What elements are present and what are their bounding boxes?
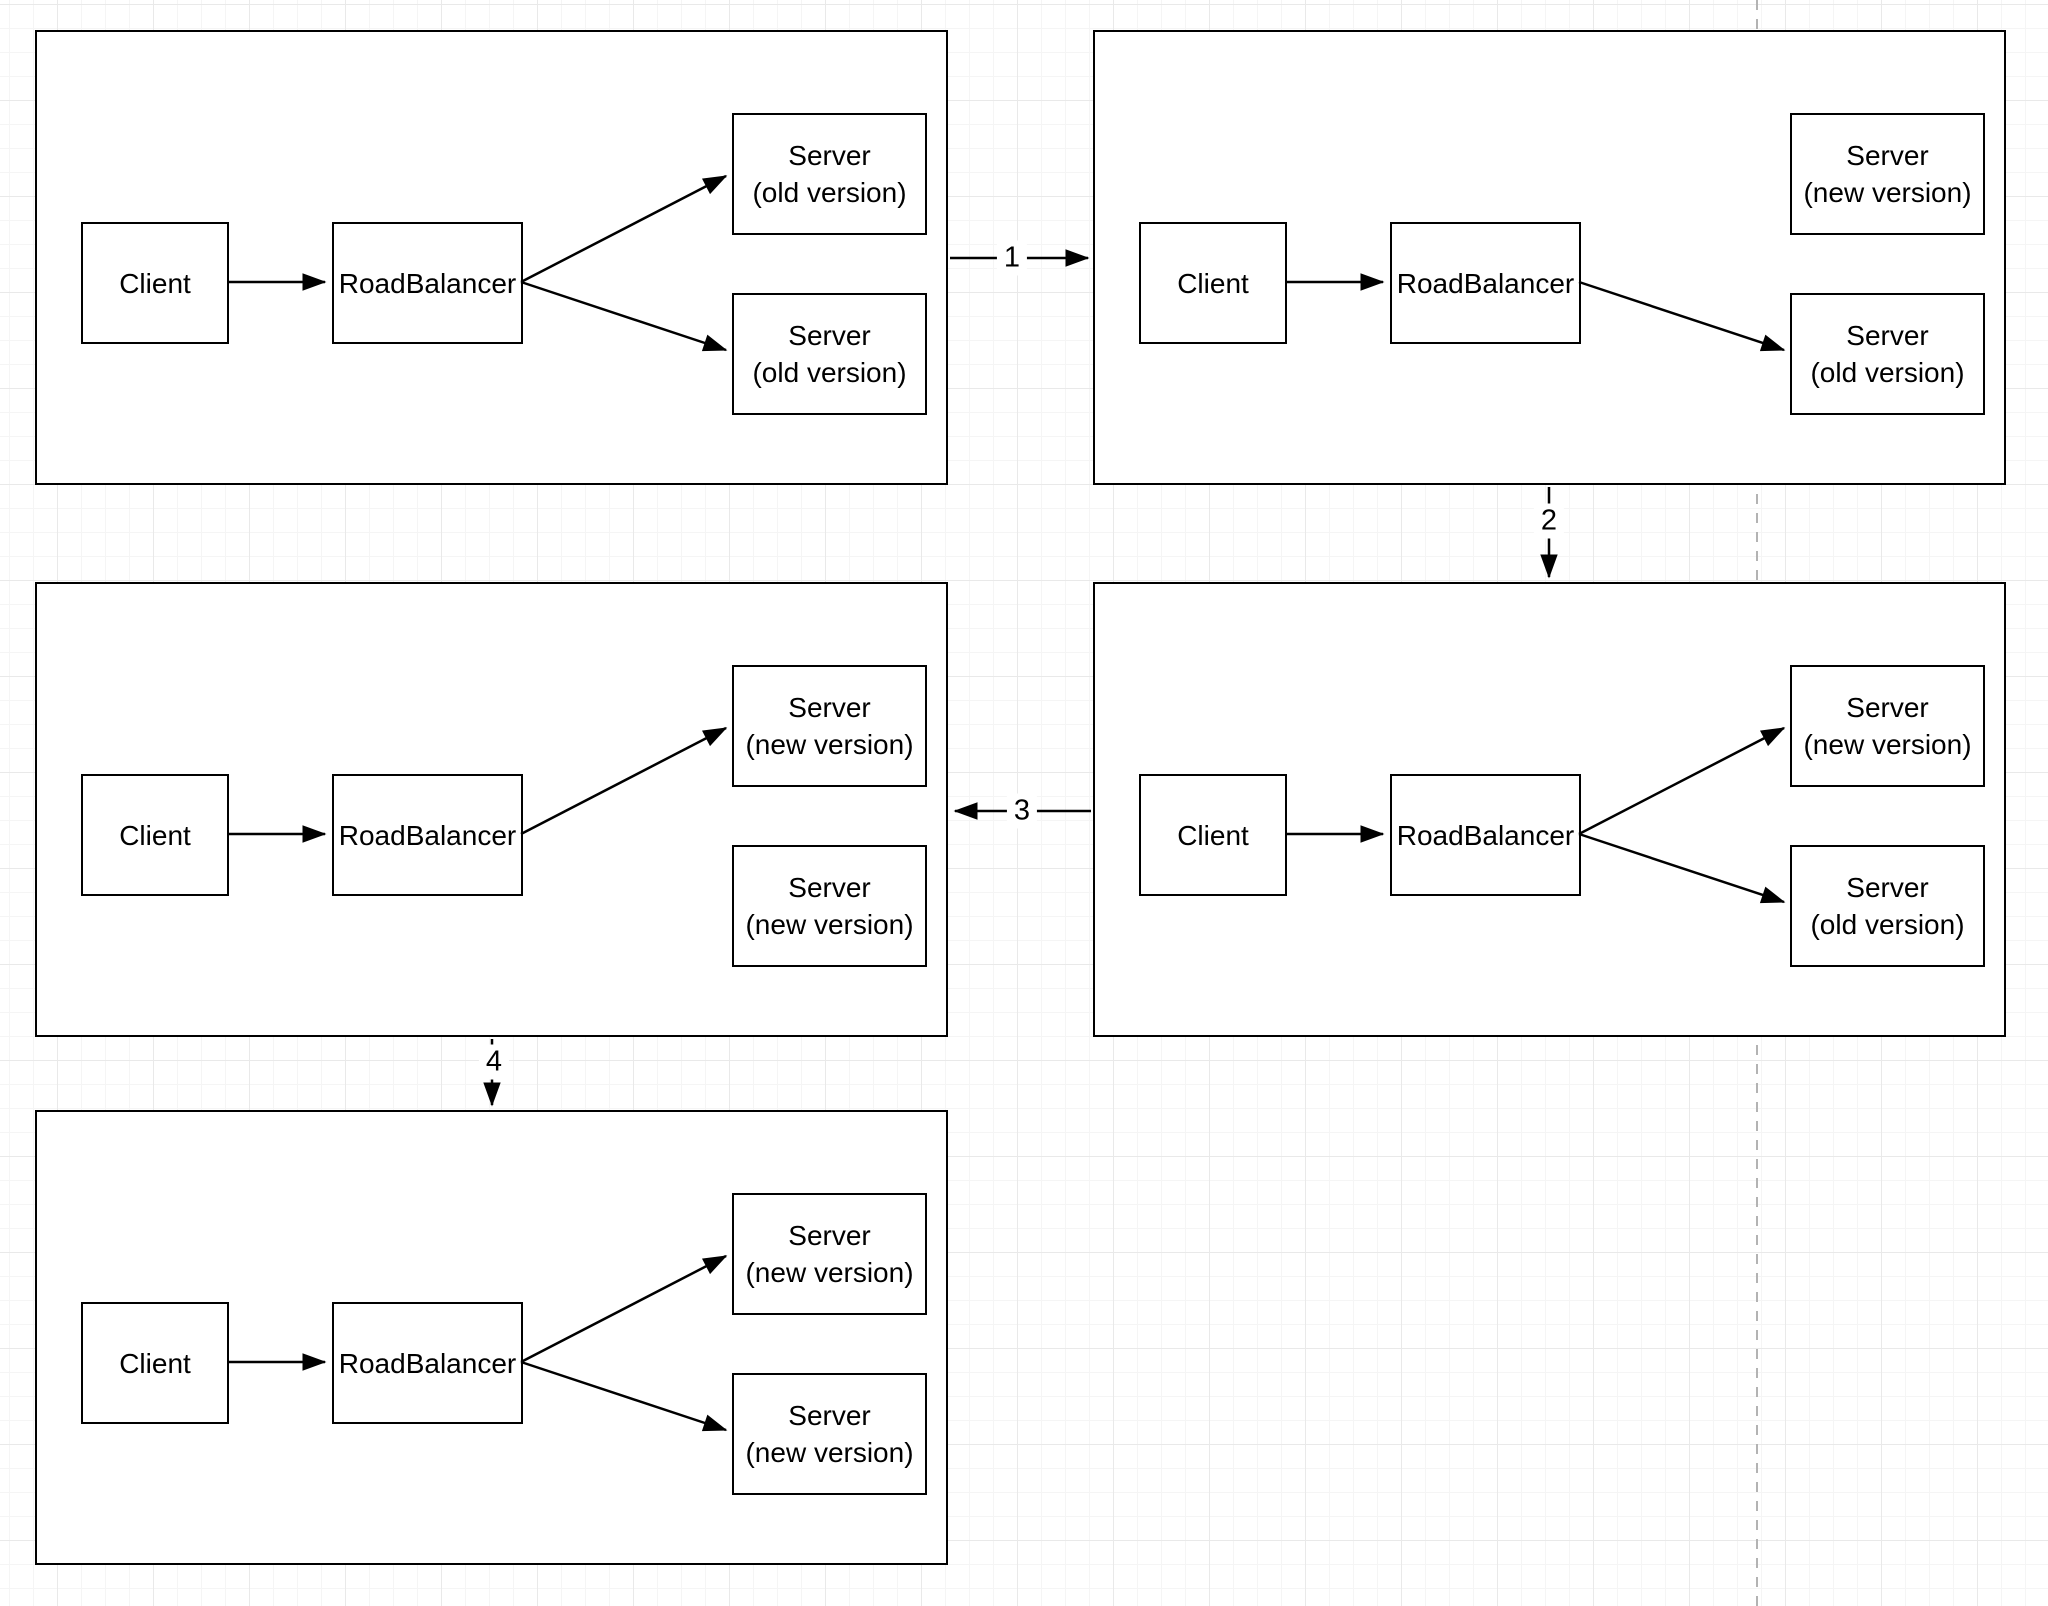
server-bottom-node: Server (new version) — [732, 1373, 927, 1495]
server-bottom-node: Server (old version) — [732, 293, 927, 415]
server-top-node: Server (new version) — [732, 665, 927, 787]
client-node: Client — [1139, 774, 1287, 896]
server-bottom-node: Server (new version) — [732, 845, 927, 967]
roadbalancer-node: RoadBalancer — [332, 774, 523, 896]
stage-panel-top-right: Client RoadBalancer Server (new version)… — [1093, 30, 2006, 485]
roadbalancer-node: RoadBalancer — [1390, 222, 1581, 344]
stage-panel-middle-right: Client RoadBalancer Server (new version)… — [1093, 582, 2006, 1037]
step-label-3: 3 — [1006, 793, 1038, 829]
server-top-node: Server (new version) — [732, 1193, 927, 1315]
step-label-1: 1 — [996, 240, 1028, 276]
client-node: Client — [81, 1302, 229, 1424]
stage-panel-top-left: Client RoadBalancer Server (old version)… — [35, 30, 948, 485]
roadbalancer-node: RoadBalancer — [1390, 774, 1581, 896]
stage-panel-bottom-left: Client RoadBalancer Server (new version)… — [35, 1110, 948, 1565]
step-label-2: 2 — [1533, 503, 1565, 539]
client-node: Client — [81, 222, 229, 344]
roadbalancer-node: RoadBalancer — [332, 1302, 523, 1424]
client-node: Client — [81, 774, 229, 896]
step-label-4: 4 — [478, 1044, 510, 1080]
server-top-node: Server (old version) — [732, 113, 927, 235]
stage-panel-middle-left: Client RoadBalancer Server (new version)… — [35, 582, 948, 1037]
client-node: Client — [1139, 222, 1287, 344]
server-top-node: Server (new version) — [1790, 113, 1985, 235]
server-bottom-node: Server (old version) — [1790, 293, 1985, 415]
server-bottom-node: Server (old version) — [1790, 845, 1985, 967]
server-top-node: Server (new version) — [1790, 665, 1985, 787]
roadbalancer-node: RoadBalancer — [332, 222, 523, 344]
